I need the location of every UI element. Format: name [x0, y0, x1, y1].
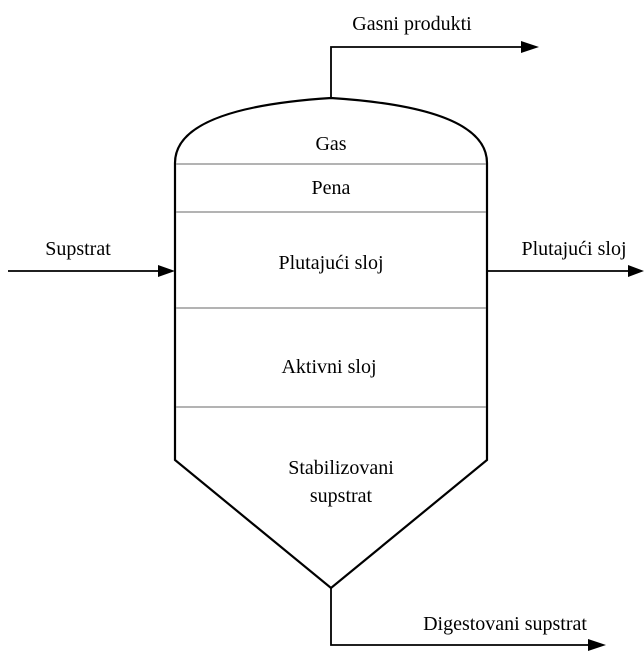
- gas-output-arrow: [330, 41, 539, 98]
- layer-stabilized-label-line2: supstrat: [310, 485, 373, 507]
- input-flow-arrow: [8, 265, 175, 277]
- layer-floating-label: Plutajući sloj: [279, 252, 384, 274]
- gas-output-label: Gasni produkti: [352, 13, 472, 35]
- floating-layer-output-arrow: [487, 265, 644, 277]
- digestate-output-label: Digestovani supstrat: [423, 613, 587, 635]
- digestate-output-arrow: [330, 588, 606, 651]
- layer-foam-label: Pena: [312, 177, 351, 199]
- layer-gas-label: Gas: [315, 133, 346, 155]
- input-flow-label: Supstrat: [45, 238, 111, 260]
- layer-active-label: Aktivni sloj: [281, 356, 376, 378]
- floating-layer-output-label: Plutajući sloj: [522, 238, 627, 260]
- digester-vessel-outline: [173, 96, 489, 590]
- layer-stabilized-label-line1: Stabilizovani: [288, 457, 394, 479]
